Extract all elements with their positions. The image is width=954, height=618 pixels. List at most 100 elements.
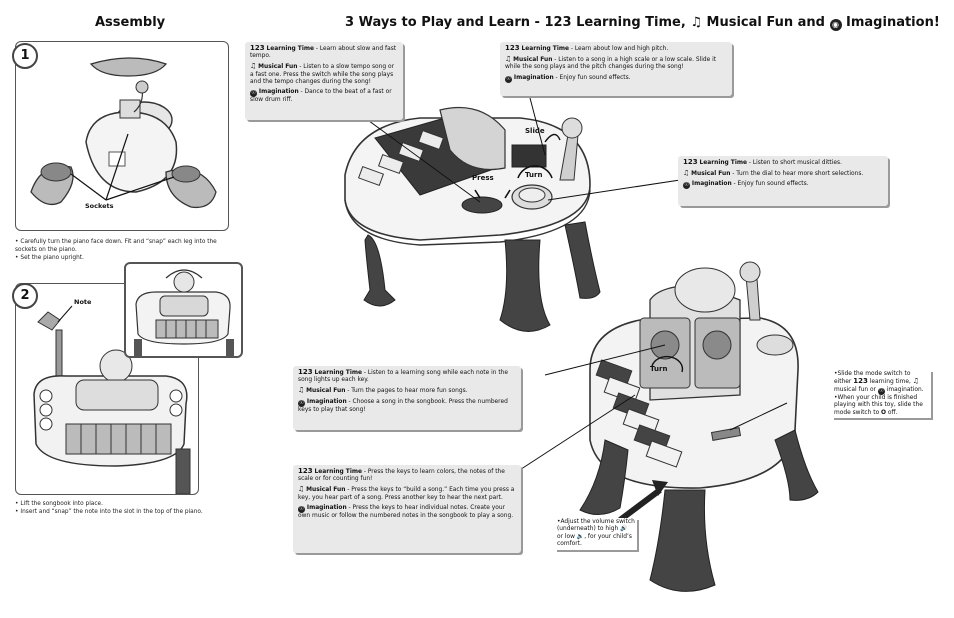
main-title-music: Musical Fun and xyxy=(702,15,830,30)
imagination-icon: ◉ xyxy=(829,19,842,31)
mode-music-word: musical fun or xyxy=(834,386,878,393)
mode-off-word: off. xyxy=(886,409,898,416)
volume-high-icon: 🔊 xyxy=(620,526,628,533)
book-music-text: - Turn the pages to hear more fun songs. xyxy=(345,388,468,395)
step-1-instruction: Set the piano upright. xyxy=(15,254,235,262)
main-title-imagination: Imagination! xyxy=(841,15,940,30)
step-1-illustration xyxy=(30,57,217,209)
step-2-instructions: Lift the songbook into place. Insert and… xyxy=(15,500,245,516)
learning-time-icon: 123 xyxy=(544,15,572,30)
imagination-label: Imagination xyxy=(258,89,299,96)
switch-imagination-text: - Dance to the beat of a fast or slow dr… xyxy=(250,89,392,104)
learning-time-icon: 123 xyxy=(683,158,698,166)
step-1-instruction: Carefully turn the piano face down. Fit … xyxy=(15,238,235,254)
imagination-icon: ☉ xyxy=(298,399,305,407)
volume-low-icon: 🔉 xyxy=(576,533,585,540)
callout-book: 123 Learning Time - Listen to a learning… xyxy=(293,366,521,430)
imagination-label: Imagination xyxy=(691,181,732,188)
musical-fun-label: Musical Fun xyxy=(513,57,553,64)
mode-switch-note: •Slide the mode switch to either 123 lea… xyxy=(832,370,931,419)
slide-learning-text: - Learn about low and high pitch. xyxy=(568,46,669,52)
learning-time-label: Learning Time xyxy=(314,469,362,475)
learning-time-label: Learning Time xyxy=(521,46,569,52)
learning-time-icon: 123 xyxy=(250,44,265,52)
learning-time-label: Learning Time xyxy=(699,160,747,166)
learning-time-icon: 123 xyxy=(853,377,868,386)
step-1-number: 1 xyxy=(12,43,38,69)
step-2-instruction: Lift the songbook into place. xyxy=(15,500,245,508)
musical-fun-icon: ♫ xyxy=(683,169,690,178)
musical-fun-icon: ♫ xyxy=(250,62,257,71)
learning-time-icon: 123 xyxy=(298,368,313,376)
book-imagination-text: - Choose a song in the songbook. Press t… xyxy=(298,398,508,413)
keys-music-text: - Press the keys to “build a song.” Each… xyxy=(298,487,515,501)
step-2-instruction: Insert and “snap” the note into the slot… xyxy=(15,508,245,516)
learning-time-label: Learning Time xyxy=(314,370,362,376)
learning-time-icon: 123 xyxy=(505,44,520,52)
press-label: Press xyxy=(472,174,494,182)
musical-fun-icon: ♫ xyxy=(505,55,512,64)
slide-label: Slide xyxy=(525,127,545,135)
imagination-icon: ☉ xyxy=(298,505,305,513)
step-2-illustration xyxy=(33,305,191,494)
main-title-learning: Learning Time, xyxy=(571,15,691,30)
imagination-icon: ☉ xyxy=(505,75,512,83)
step-2-number: 2 xyxy=(12,283,38,309)
upper-toy-illustration xyxy=(344,106,601,332)
slide-imagination-text: - Enjoy fun sound effects. xyxy=(553,74,631,81)
imagination-label: Imagination xyxy=(306,398,347,405)
step-1-panel: Sockets xyxy=(15,41,229,231)
callout-slide: 123 Learning Time - Learn about low and … xyxy=(500,42,732,96)
imagination-label: Imagination xyxy=(306,504,347,511)
mode-switch-line-1: •Slide the mode switch to either 123 lea… xyxy=(834,371,924,395)
musical-fun-label: Musical Fun xyxy=(306,487,346,494)
sockets-label: Sockets xyxy=(85,202,114,210)
assembly-title: Assembly xyxy=(95,15,166,30)
callout-switch: 123 Learning Time - Learn about slow and… xyxy=(245,42,403,120)
callout-dial: 123 Learning Time - Listen to short musi… xyxy=(678,156,888,206)
musical-fun-icon: ♫ xyxy=(298,485,305,494)
volume-text: Adjust the volume switch (underneath) to… xyxy=(557,519,635,533)
musical-fun-label: Musical Fun xyxy=(691,171,731,178)
learning-time-label: Learning Time xyxy=(266,46,314,52)
volume-note: •Adjust the volume switch (underneath) t… xyxy=(555,518,637,550)
imagination-label: Imagination xyxy=(513,74,554,81)
keys-learning-text: - Press the keys to learn colors, the no… xyxy=(298,469,505,483)
keys-imagination-text: - Press the keys to hear individual note… xyxy=(298,504,514,519)
step-2-inset-illustration xyxy=(134,269,234,356)
imagination-icon: ☉ xyxy=(250,90,257,98)
mode-learning-word: learning time, xyxy=(867,379,913,386)
leader-lines xyxy=(364,97,788,476)
imagination-icon: ☉ xyxy=(683,182,690,190)
callout-keys: 123 Learning Time - Press the keys to le… xyxy=(293,465,521,553)
turn-bottom-label: Turn xyxy=(650,365,668,373)
lower-toy-illustration xyxy=(579,261,819,592)
mode-line2-text: When your child is finished playing with… xyxy=(834,394,923,416)
switch-learning-text: - Learn about slow and fast tempo. xyxy=(250,46,397,60)
mode-imagination-word: imagination. xyxy=(884,386,924,393)
switch-music-text: - Listen to a slow tempo song or a fast … xyxy=(250,64,395,85)
dial-imagination-text: - Enjoy fun sound effects. xyxy=(731,181,809,188)
step-2-inset-panel xyxy=(124,262,243,358)
musical-fun-icon: ♫ xyxy=(912,377,919,386)
mode-switch-line-2: •When your child is finished playing wit… xyxy=(834,394,923,416)
musical-fun-icon: ♫ xyxy=(690,15,702,30)
book-learning-text: - Listen to a learning song while each n… xyxy=(298,370,509,384)
mode-line1-text: Slide the mode switch to either xyxy=(834,371,911,386)
off-icon: O xyxy=(881,409,887,416)
slide-music-text: - Listen to a song in a high scale or a … xyxy=(505,57,717,71)
volume-mid-text: or low xyxy=(557,533,577,540)
learning-time-icon: 123 xyxy=(298,467,313,475)
volume-end-text: , for your child’s comfort. xyxy=(557,533,632,548)
note-label: Note xyxy=(74,298,92,306)
imagination-icon: ☉ xyxy=(877,387,885,395)
main-title-prefix: 3 Ways to Play and Learn - xyxy=(345,15,545,30)
musical-fun-icon: ♫ xyxy=(298,386,305,395)
musical-fun-label: Musical Fun xyxy=(306,388,346,395)
turn-top-label: Turn xyxy=(525,171,543,179)
step-1-instructions: Carefully turn the piano face down. Fit … xyxy=(15,238,235,262)
dial-music-text: - Turn the dial to hear more short selec… xyxy=(730,171,864,178)
dial-learning-text: - Listen to short musical ditties. xyxy=(746,160,842,166)
musical-fun-label: Musical Fun xyxy=(258,64,298,71)
